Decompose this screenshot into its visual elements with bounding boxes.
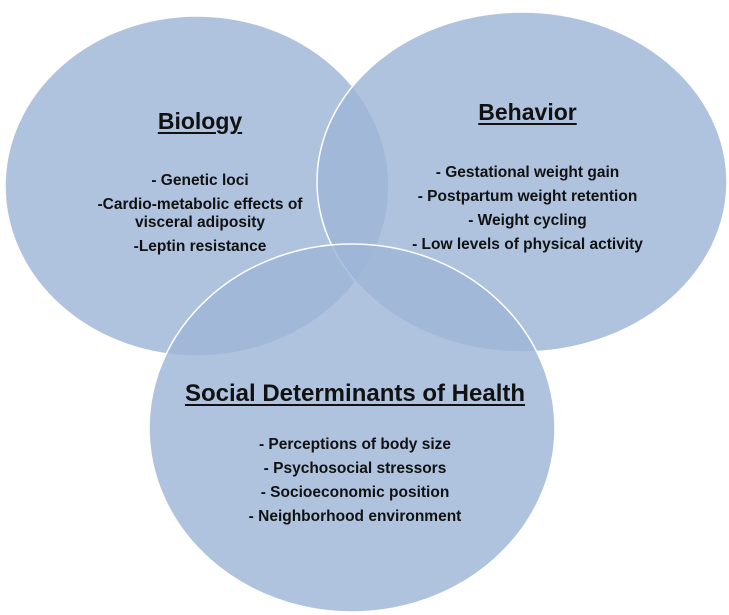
biology-list: - Genetic loci -Cardio-metabolic effects…	[70, 169, 330, 259]
behavior-item-postpartum-weight-retention: - Postpartum weight retention	[417, 188, 638, 205]
biology-item-genetic-loci: - Genetic loci	[151, 172, 249, 189]
behavior-item-weight-cycling: - Weight cycling	[468, 212, 587, 229]
biology-title: Biology	[157, 108, 243, 134]
biology-group: Biology - Genetic loci -Cardio-metabolic…	[70, 108, 330, 259]
behavior-list: - Gestational weight gain - Postpartum w…	[390, 161, 665, 257]
social-item-socioeconomic-position: - Socioeconomic position	[260, 484, 450, 501]
behavior-title: Behavior	[478, 99, 577, 125]
social-item-neighborhood-environment: - Neighborhood environment	[248, 508, 462, 525]
social-determinants-group: Social Determinants of Health - Percepti…	[160, 380, 550, 529]
biology-item-leptin-resistance: -Leptin resistance	[133, 238, 267, 255]
behavior-group: Behavior - Gestational weight gain - Pos…	[390, 99, 665, 257]
behavior-item-gestational-weight-gain: - Gestational weight gain	[435, 164, 620, 181]
biology-item-cardio-metabolic: -Cardio-metabolic effects of visceral ad…	[97, 196, 303, 231]
social-item-body-size: - Perceptions of body size	[258, 436, 452, 453]
social-item-psychosocial-stressors: - Psychosocial stressors	[263, 460, 447, 477]
social-determinants-title: Social Determinants of Health	[184, 380, 526, 407]
social-determinants-list: - Perceptions of body size - Psychosocia…	[160, 433, 550, 529]
social-determinants-circle	[148, 243, 556, 613]
behavior-item-physical-activity: - Low levels of physical activity	[412, 236, 643, 253]
